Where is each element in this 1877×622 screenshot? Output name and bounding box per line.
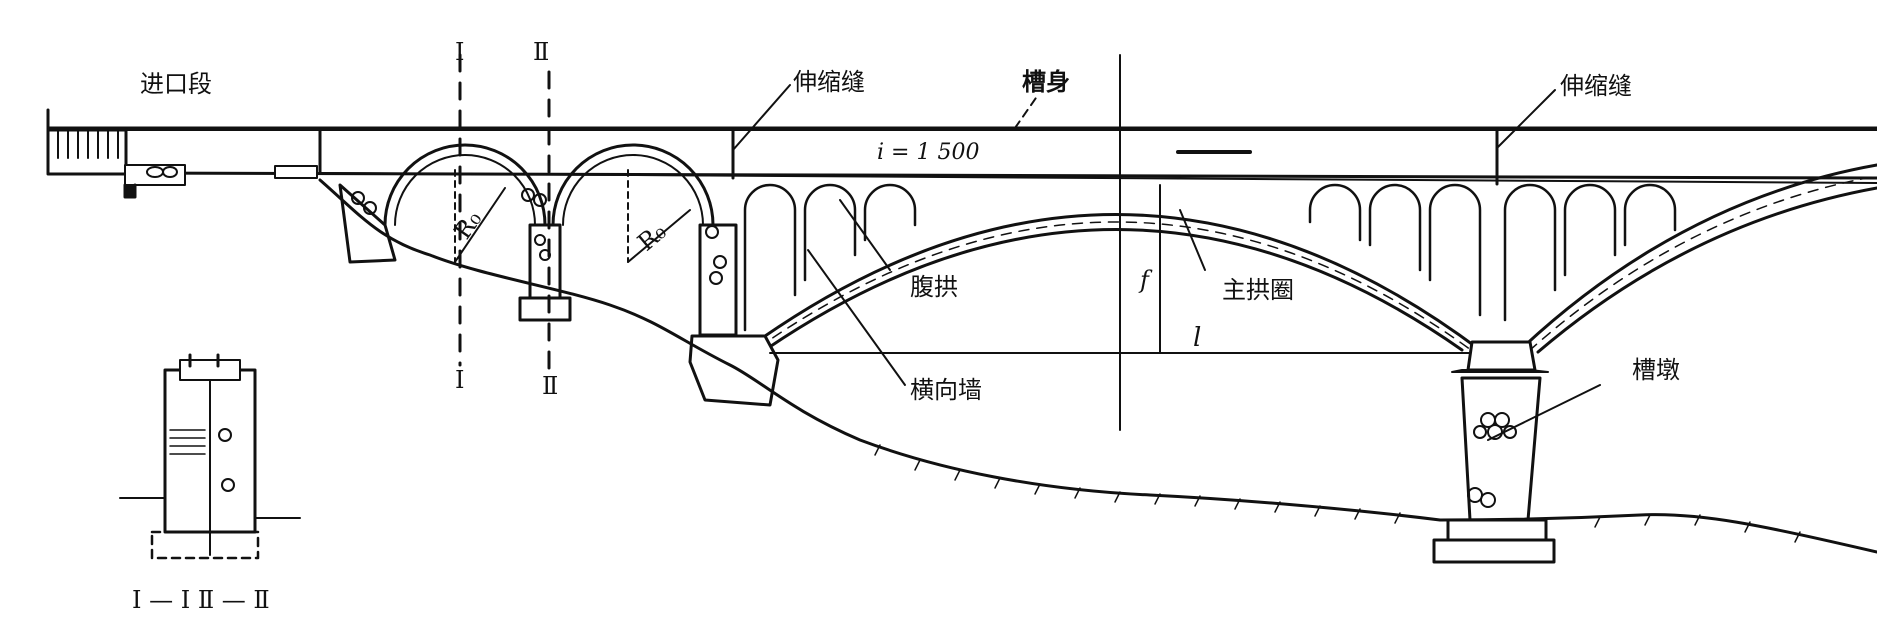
- label-cross-wall: 横向墙: [910, 376, 982, 404]
- label-rise: f: [1140, 266, 1149, 294]
- expansion-joint-right: [1495, 89, 1556, 186]
- label-joint-left: 伸缩缝: [793, 68, 865, 96]
- label-inlet: 进口段: [140, 70, 212, 98]
- label-slope: i = 1 500: [877, 140, 980, 165]
- cross-section-view: [119, 353, 301, 560]
- flume-leader: [1014, 94, 1039, 129]
- label-section-2-top: Ⅱ: [533, 38, 550, 66]
- section-lines: [458, 53, 551, 372]
- expansion-joint-left: [731, 84, 791, 180]
- label-web-arch: 腹拱: [910, 273, 958, 301]
- label-section-1-top: Ⅰ: [455, 38, 465, 66]
- label-flume-pier: 槽墩: [1632, 356, 1680, 384]
- label-section-caption: Ⅰ — Ⅰ Ⅱ — Ⅱ: [132, 586, 270, 614]
- label-span: l: [1193, 323, 1202, 353]
- label-joint-right: 伸缩缝: [1560, 72, 1632, 100]
- right-arch: [1518, 163, 1877, 354]
- label-main-arch-ring: 主拱圈: [1222, 276, 1294, 304]
- label-section-2-bottom: Ⅱ: [542, 372, 559, 400]
- web-arches-left: [743, 183, 917, 332]
- pier-leader: [1487, 384, 1601, 441]
- trough-pier: [1432, 340, 1556, 564]
- main-arch-leader: [1179, 209, 1206, 271]
- inlet-section: [46, 128, 318, 199]
- web-arches-right: [1308, 183, 1677, 322]
- main-arch-ring: [746, 213, 1482, 352]
- ground-hatch: [874, 444, 1801, 543]
- main-arch-abutment-left: [688, 334, 780, 407]
- cross-wall-leader: [807, 249, 906, 386]
- label-flume-body: 槽身: [1022, 68, 1070, 96]
- label-section-1-bottom: Ⅰ: [455, 366, 465, 394]
